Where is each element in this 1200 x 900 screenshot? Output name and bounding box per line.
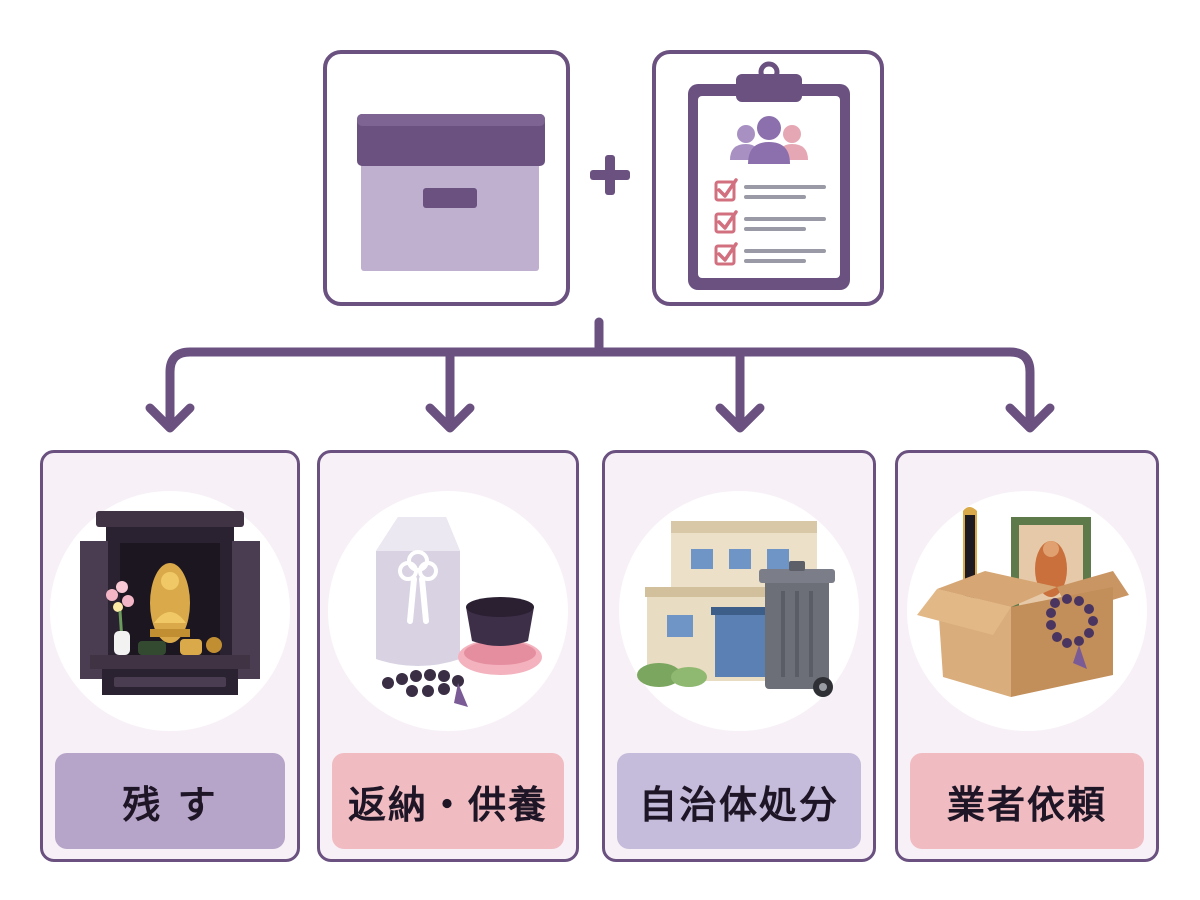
arrow-vendor-icon bbox=[1005, 403, 1055, 433]
option-card-keep: 残 す bbox=[40, 450, 300, 862]
storage-box-icon bbox=[357, 114, 545, 271]
illustration-circle bbox=[907, 491, 1147, 731]
memorial-service-items-icon bbox=[376, 517, 542, 707]
arrow-municipal-icon bbox=[715, 403, 765, 433]
option-label-municipal: 自治体処分 bbox=[617, 753, 861, 849]
option-card-vendor: 業者依頼 bbox=[895, 450, 1159, 862]
illustration-circle bbox=[328, 491, 568, 731]
clipboard-checklist-icon bbox=[688, 61, 850, 290]
storage-box-card bbox=[323, 50, 570, 306]
option-card-return: 返納・供養 bbox=[317, 450, 579, 862]
illustration-circle bbox=[619, 491, 859, 731]
option-label-vendor: 業者依頼 bbox=[910, 753, 1144, 849]
illustration-circle bbox=[50, 491, 290, 731]
arrow-keep-icon bbox=[145, 403, 195, 433]
arrow-return-icon bbox=[425, 403, 475, 433]
checklist-card bbox=[652, 50, 884, 306]
butsudan-altar-icon bbox=[80, 511, 260, 695]
plus-icon bbox=[590, 155, 630, 195]
option-card-municipal: 自治体処分 bbox=[602, 450, 876, 862]
option-label-keep: 残 す bbox=[55, 753, 285, 849]
municipal-disposal-icon bbox=[637, 521, 835, 697]
option-label-return: 返納・供養 bbox=[332, 753, 564, 849]
vendor-box-icon bbox=[917, 507, 1129, 697]
